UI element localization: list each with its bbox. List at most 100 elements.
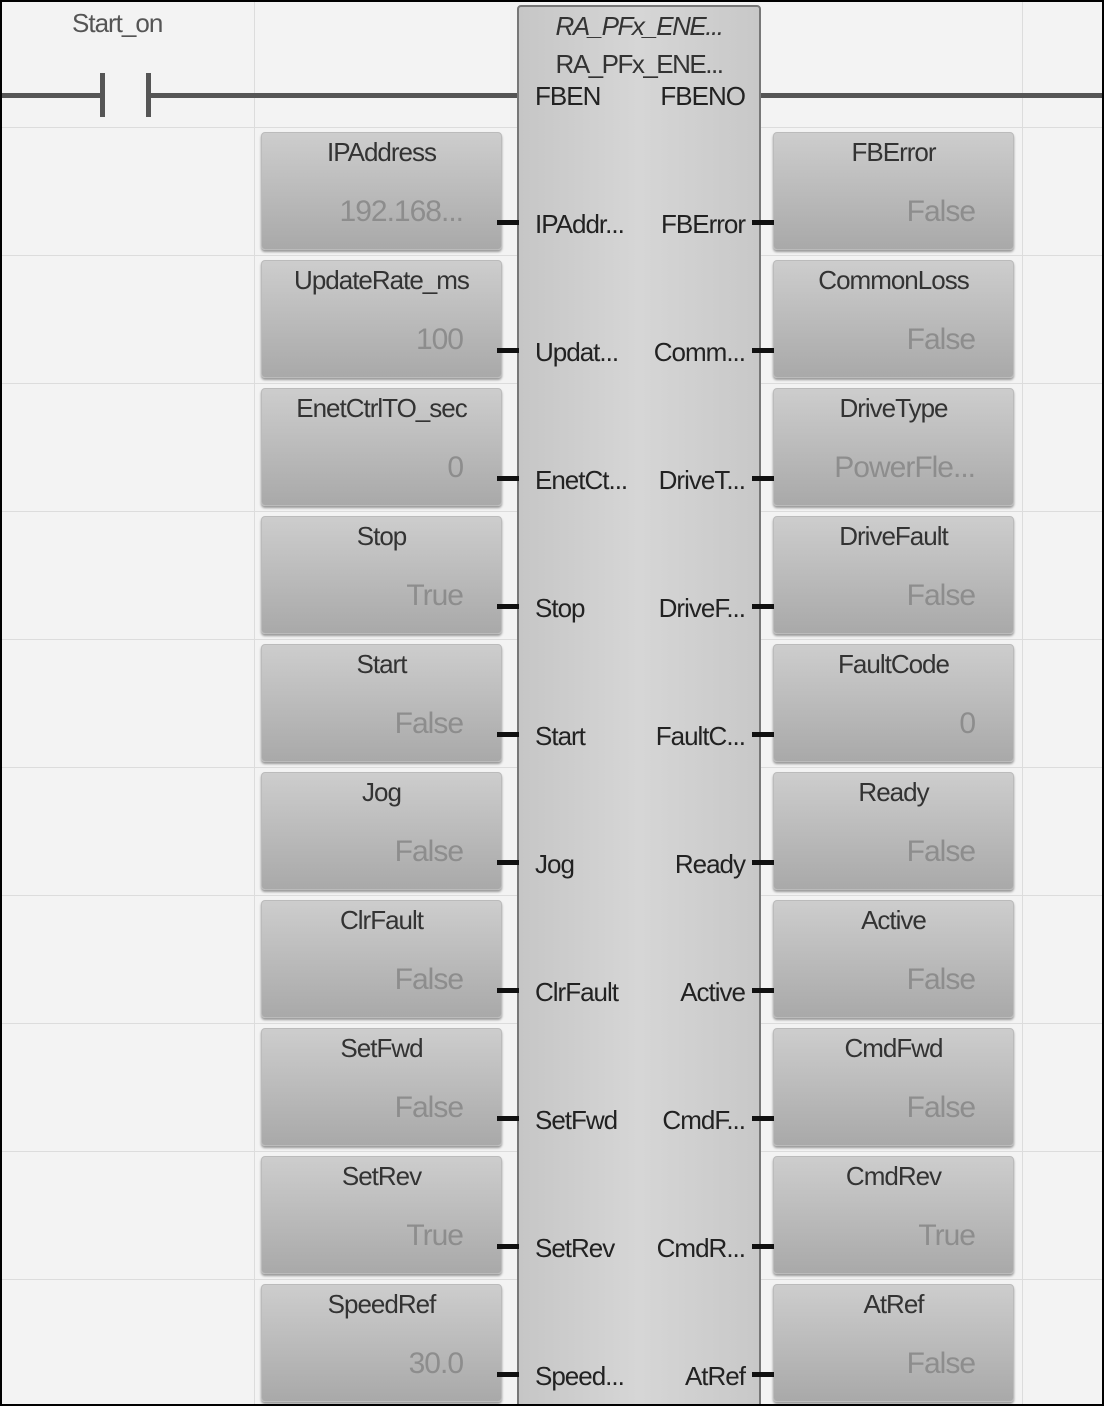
operand-name: CmdFwd: [844, 1033, 943, 1063]
input-operand-box[interactable]: IPAddress 192.168...: [261, 132, 502, 250]
operand-name: IPAddress: [326, 137, 437, 167]
input-operand-box[interactable]: UpdateRate_ms 100: [261, 260, 502, 378]
rung-wire: [759, 93, 1102, 98]
operand-value: 100: [415, 323, 464, 356]
output-pin-label: AtRef: [684, 1361, 746, 1391]
pin-connector[interactable]: [497, 604, 519, 609]
operand-name: Active: [861, 905, 927, 935]
operand-value: False: [394, 1091, 464, 1124]
operand-name: AtRef: [863, 1289, 924, 1319]
operand-name: SetFwd: [340, 1033, 423, 1063]
pin-connector[interactable]: [752, 988, 774, 993]
pin-connector[interactable]: [752, 604, 774, 609]
pin-connector[interactable]: [497, 220, 519, 225]
pin-connector[interactable]: [497, 1116, 519, 1121]
operand-value: False: [906, 1091, 976, 1124]
pin-connector[interactable]: [497, 732, 519, 737]
operand-name: DriveType: [839, 393, 948, 423]
input-pin-label: Jog: [535, 849, 575, 879]
input-pin-label: Updat...: [535, 337, 619, 367]
pin-connector[interactable]: [752, 860, 774, 865]
function-block[interactable]: RA_PFx_ENE... RA_PFx_ENE... FBEN FBENO I…: [517, 5, 761, 1404]
operand-value: False: [906, 323, 976, 356]
operand-name: UpdateRate_ms: [294, 265, 470, 295]
output-pin-label: DriveT...: [658, 465, 746, 495]
input-pin-label: IPAddr...: [535, 209, 625, 239]
operand-name: FaultCode: [838, 649, 950, 679]
input-pin-label: Stop: [535, 593, 585, 623]
operand-value: False: [906, 963, 976, 996]
output-pin-label: FBError: [661, 209, 746, 239]
input-pin-label: Start: [535, 721, 586, 751]
output-pin-label: FaultC...: [655, 721, 746, 751]
pin-connector[interactable]: [497, 1244, 519, 1249]
operand-name: Jog: [362, 777, 402, 807]
operand-value: True: [406, 1219, 464, 1252]
operand-name: SpeedRef: [327, 1289, 437, 1319]
output-pin-label: CmdR...: [656, 1233, 746, 1263]
pin-connector[interactable]: [497, 1372, 519, 1377]
block-type-name: RA_PFx_ENE...: [555, 11, 724, 41]
operand-value: 192.168...: [339, 195, 464, 228]
output-operand-box[interactable]: FaultCode 0: [773, 644, 1014, 762]
operand-name: Ready: [858, 777, 929, 807]
contact-right-bar[interactable]: [146, 73, 151, 117]
operand-value: 0: [959, 707, 976, 740]
pin-connector[interactable]: [497, 988, 519, 993]
operand-name: Start: [356, 649, 408, 679]
operand-name: DriveFault: [839, 521, 948, 551]
rung-wire: [151, 93, 519, 98]
contact-left-bar[interactable]: [100, 73, 105, 117]
pin-connector[interactable]: [752, 1244, 774, 1249]
operand-value: False: [906, 195, 976, 228]
operand-value: False: [394, 963, 464, 996]
operand-value: True: [918, 1219, 976, 1252]
pin-connector[interactable]: [752, 1372, 774, 1377]
pin-connector[interactable]: [497, 348, 519, 353]
output-pin-label: Comm...: [653, 337, 746, 367]
output-pin-label: CmdF...: [662, 1105, 746, 1135]
pin-connector[interactable]: [497, 860, 519, 865]
operand-value: PowerFle...: [834, 451, 976, 484]
operand-value: False: [394, 707, 464, 740]
input-pin-label: EnetCt...: [535, 465, 628, 495]
pin-connector[interactable]: [752, 732, 774, 737]
pin-connector[interactable]: [752, 348, 774, 353]
operand-name: FBError: [851, 137, 937, 167]
operand-name: CmdRev: [845, 1161, 942, 1191]
input-pin-label: ClrFault: [535, 977, 619, 1007]
output-pin-label: Ready: [674, 849, 746, 879]
operand-name: Stop: [356, 521, 408, 551]
operand-name: EnetCtrlTO_sec: [296, 393, 467, 423]
pin-connector[interactable]: [752, 220, 774, 225]
pin-connector[interactable]: [752, 476, 774, 481]
block-instance-name: RA_PFx_ENE...: [555, 49, 724, 79]
operand-value: 30.0: [408, 1347, 464, 1380]
pin-connector[interactable]: [752, 1116, 774, 1121]
operand-value: False: [394, 835, 464, 868]
operand-name: ClrFault: [339, 905, 424, 935]
operand-name: CommonLoss: [818, 265, 969, 295]
input-pin-label: SetFwd: [535, 1105, 618, 1135]
pin-fben: FBEN: [535, 81, 601, 111]
input-operand-box[interactable]: SpeedRef 30.0: [261, 1284, 502, 1402]
pin-connector[interactable]: [497, 476, 519, 481]
grid-line: [254, 2, 255, 1404]
